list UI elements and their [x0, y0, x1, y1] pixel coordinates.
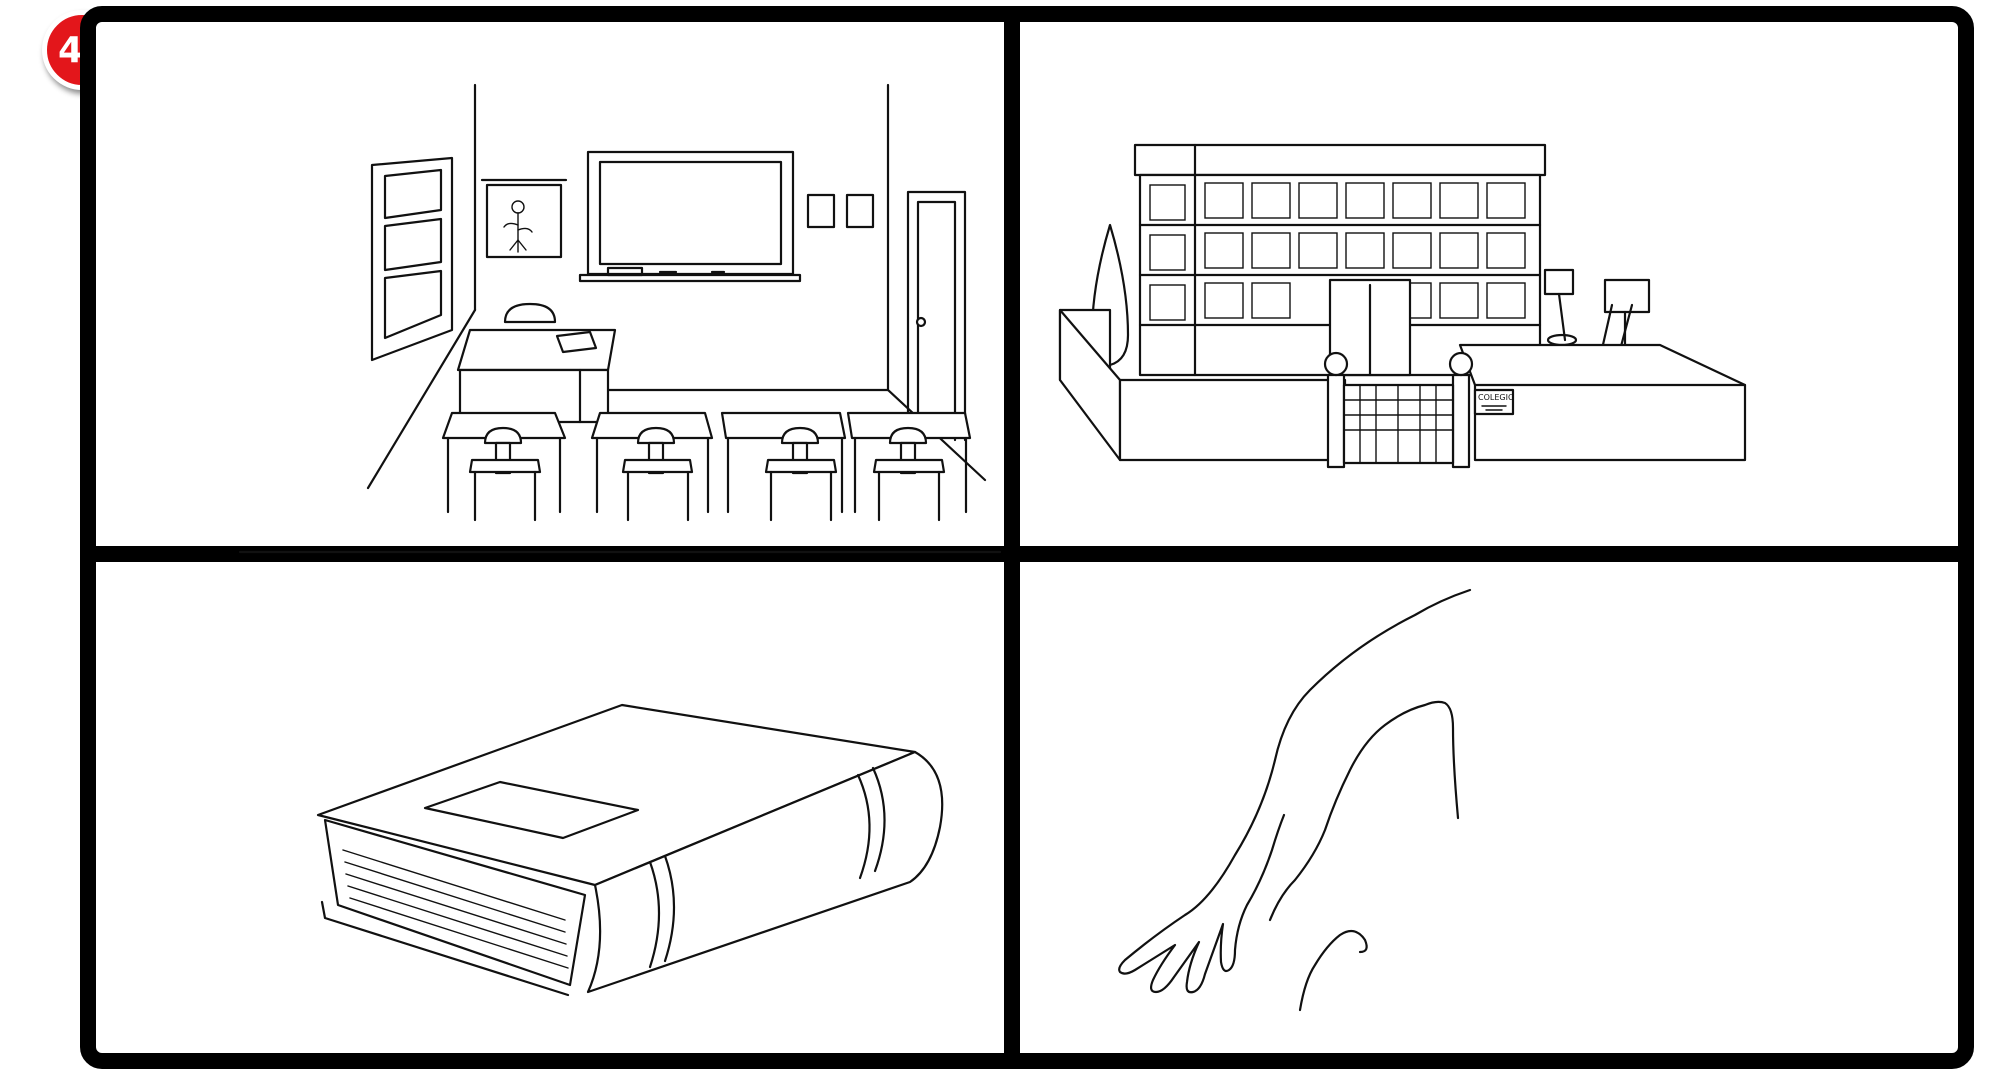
classroom-window — [370, 156, 454, 362]
classroom-illustration — [238, 83, 1002, 554]
student-desks — [441, 411, 972, 522]
school-building — [1133, 143, 1547, 377]
arm — [1118, 588, 1472, 994]
school-sign-text: COLEGIO — [1478, 393, 1514, 402]
book-illustration — [316, 703, 944, 997]
arm-illustration — [1118, 588, 1472, 1012]
book-label — [423, 780, 640, 840]
school-fence: COLEGIO — [1058, 308, 1747, 469]
classroom-door — [906, 190, 967, 442]
school-building-illustration: COLEGIO — [1058, 143, 1747, 469]
whiteboard — [578, 150, 802, 283]
flower-poster — [480, 178, 568, 259]
